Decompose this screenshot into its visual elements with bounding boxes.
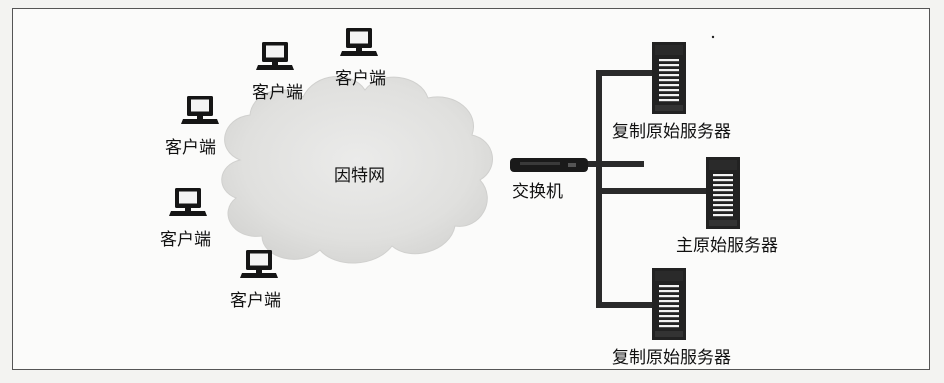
client-label: 客户端 [160, 230, 211, 250]
client-label: 客户端 [165, 138, 216, 158]
server-icon [706, 157, 740, 229]
client-computer-icon [181, 96, 219, 124]
server-icon [652, 42, 686, 114]
client-label: 客户端 [335, 69, 386, 89]
server-icon [652, 268, 686, 340]
client-computer-icon [169, 188, 207, 216]
client-computer-icon [340, 28, 378, 56]
client-computer-icon [256, 42, 294, 70]
client-label: 客户端 [230, 291, 281, 311]
internet-cloud [221, 76, 493, 264]
replica-server-label: 复制原始服务器 [612, 348, 731, 368]
replica-server-label: 复制原始服务器 [612, 122, 731, 142]
internet-label: 因特网 [334, 166, 385, 186]
client-label: 客户端 [252, 83, 303, 103]
client-computer-icon [240, 250, 278, 278]
master-server-label: 主原始服务器 [676, 236, 778, 256]
switch-label: 交换机 [512, 182, 563, 202]
switch-icon [510, 158, 588, 172]
network-bus-lines [587, 70, 708, 308]
